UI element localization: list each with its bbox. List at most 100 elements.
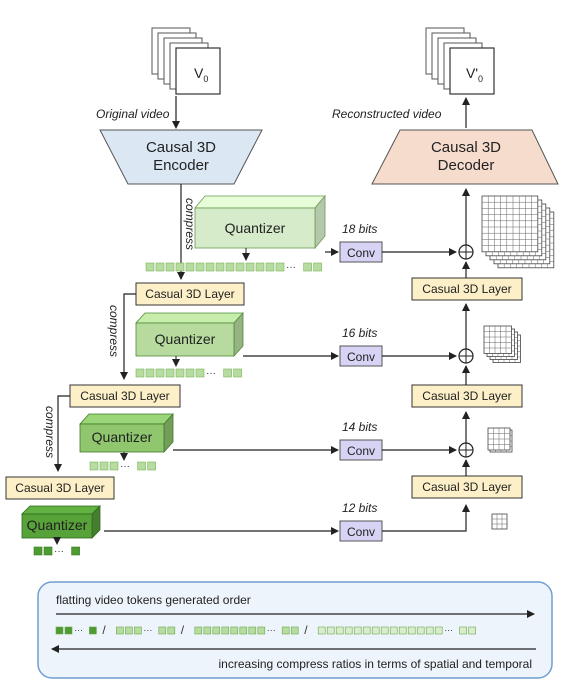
token-square <box>248 626 257 635</box>
token-square <box>239 626 248 635</box>
original-video-label: Original video <box>96 107 170 121</box>
svg-text:Conv: Conv <box>347 525 375 539</box>
token-ellipsis: ··· <box>286 262 296 273</box>
token-square <box>275 262 285 272</box>
token-square <box>255 262 265 272</box>
svg-text:Casual 3D Layer: Casual 3D Layer <box>15 481 104 495</box>
conv-2: Conv <box>339 345 383 367</box>
bits-label-4: 12 bits <box>342 501 377 515</box>
token-square <box>185 368 195 378</box>
token-square <box>55 626 64 635</box>
legend-token-sequence: ···/···/···/··· <box>55 623 476 637</box>
token-square <box>416 626 425 635</box>
token-row-3: ··· <box>89 461 156 472</box>
quantizer-1: Quantizer <box>194 194 326 250</box>
token-square <box>116 626 124 635</box>
token-square <box>33 546 43 556</box>
token-square <box>43 546 53 556</box>
quantizer-2: Quantizer <box>135 311 244 358</box>
token-square <box>326 626 335 635</box>
token-square <box>158 626 167 635</box>
svg-text:Conv: Conv <box>347 350 375 364</box>
token-square <box>195 262 205 272</box>
token-square <box>353 626 362 635</box>
sum-node-3 <box>458 442 474 458</box>
reconstructed-video-label: Reconstructed video <box>332 107 442 121</box>
compress-label-3: compress <box>43 406 57 458</box>
svg-text:Casual 3D Layer: Casual 3D Layer <box>145 287 234 301</box>
quantizer-3: Quantizer <box>79 412 174 454</box>
token-square <box>362 626 371 635</box>
token-square <box>165 368 175 378</box>
token-square <box>230 626 239 635</box>
token-square <box>223 368 232 378</box>
token-square <box>147 461 156 471</box>
token-ellipsis: ··· <box>444 625 453 635</box>
token-square <box>89 626 97 635</box>
token-row-1: ··· <box>145 262 322 273</box>
token-square <box>175 262 185 272</box>
token-square <box>281 626 290 635</box>
compress-label-2: compress <box>107 305 121 357</box>
token-square <box>221 626 230 635</box>
token-square <box>145 262 155 272</box>
token-square <box>425 626 434 635</box>
token-ellipsis: ··· <box>54 546 64 557</box>
token-ellipsis: ··· <box>74 625 83 635</box>
token-square <box>215 262 225 272</box>
token-square <box>290 626 299 635</box>
encoder-line2: Encoder <box>153 157 209 174</box>
decoder-line1: Causal 3D <box>431 139 501 156</box>
token-square <box>389 626 398 635</box>
conv-4: Conv <box>339 520 383 542</box>
svg-text:Casual 3D Layer: Casual 3D Layer <box>422 389 511 403</box>
token-square <box>99 461 109 471</box>
legend-separator: / <box>181 623 185 637</box>
encoder-layer-1: Casual 3D Layer <box>135 282 245 306</box>
token-square <box>257 626 266 635</box>
token-square <box>380 626 389 635</box>
legend-top-text: flatting video tokens generated order <box>56 593 251 607</box>
token-square <box>434 626 443 635</box>
svg-text:Conv: Conv <box>347 444 375 458</box>
conv-3: Conv <box>339 439 383 461</box>
grid-icon-2 <box>483 325 521 363</box>
conv-1: Conv <box>339 241 383 263</box>
quantizer-4: Quantizer <box>21 505 101 539</box>
token-order-legend: flatting video tokens generated order ··… <box>37 581 553 679</box>
token-square <box>371 626 380 635</box>
token-square <box>212 626 221 635</box>
token-square <box>145 368 155 378</box>
bits-label-1: 18 bits <box>342 222 377 236</box>
input-frame-stack: V0 <box>151 27 221 95</box>
token-square <box>459 626 467 635</box>
legend-separator: / <box>102 623 106 637</box>
output-frame-stack: V'0 <box>425 27 495 95</box>
input-frame-label: V0 <box>194 65 208 84</box>
token-square <box>175 368 185 378</box>
svg-text:Quantizer: Quantizer <box>92 429 153 445</box>
token-square <box>137 461 146 471</box>
token-square <box>335 626 344 635</box>
output-frame-label: V'0 <box>466 65 483 84</box>
token-ellipsis: ··· <box>206 368 216 379</box>
token-square <box>185 262 195 272</box>
decoder-layer-2: Casual 3D Layer <box>411 384 523 408</box>
compress-arrow-3 <box>54 395 70 472</box>
token-square <box>89 461 99 471</box>
token-square <box>194 626 203 635</box>
token-square <box>313 262 322 272</box>
legend-separator: / <box>304 623 308 637</box>
token-square <box>344 626 353 635</box>
decoder-layer-3: Casual 3D Layer <box>411 475 523 499</box>
conv4-to-layer-arrow <box>382 504 470 532</box>
token-square <box>245 262 255 272</box>
bits-label-2: 16 bits <box>342 326 377 340</box>
sum-node-1 <box>458 244 474 260</box>
encoder-line1: Causal 3D <box>146 139 216 156</box>
svg-text:Casual 3D Layer: Casual 3D Layer <box>422 480 511 494</box>
svg-text:Quantizer: Quantizer <box>155 331 216 347</box>
token-square <box>71 546 80 556</box>
